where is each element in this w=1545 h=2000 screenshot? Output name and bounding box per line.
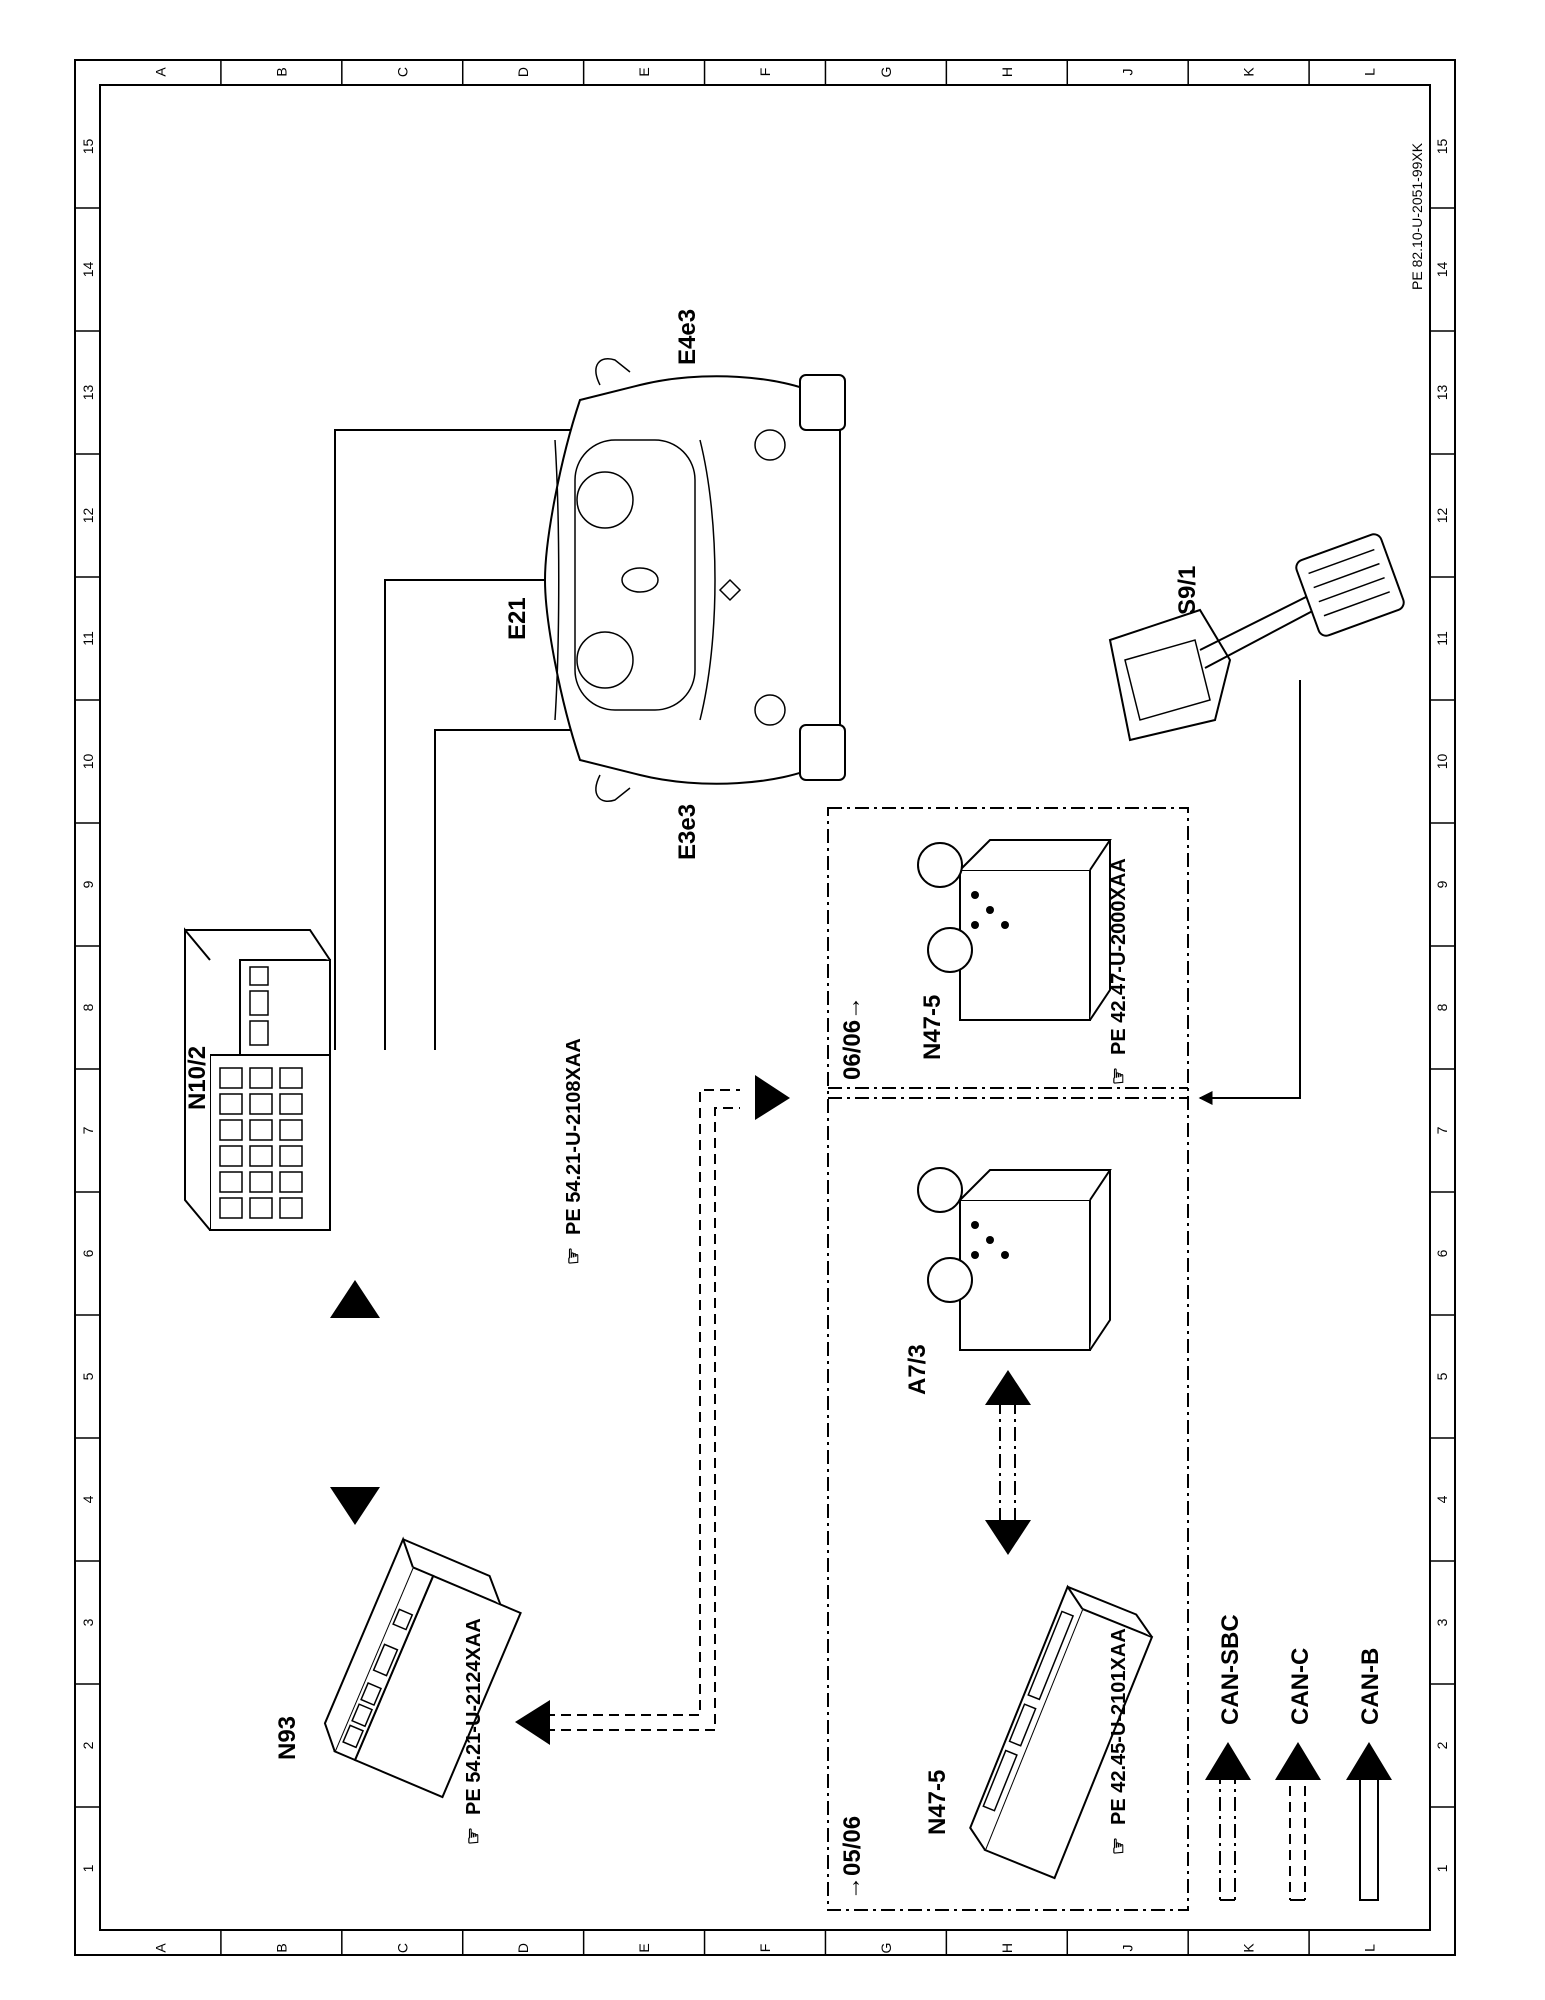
grid-number-1-left: 1 <box>80 1864 96 1872</box>
n47-5-early-reference-text: PE 42.45-U-2101XAA <box>1108 1628 1130 1825</box>
n93-module <box>323 1536 522 1799</box>
e4e3-label: E4e3 <box>674 309 701 365</box>
grid-number-2-left: 2 <box>80 1741 96 1749</box>
n47-5-late-unit <box>917 839 1112 1021</box>
grid-letter-J-bottom: J <box>1120 1945 1136 1952</box>
e21-label: E21 <box>504 597 531 640</box>
grid-number-3-left: 3 <box>80 1618 96 1626</box>
grid-number-4-left: 4 <box>80 1495 96 1503</box>
n10-2-reference-text: PE 54.21-U-2108XAA <box>563 1038 585 1235</box>
grid-letter-C-bottom: C <box>394 1943 410 1953</box>
grid-letter-H-top: H <box>999 67 1015 77</box>
grid-number-10-left: 10 <box>80 754 96 770</box>
hand-pointer-icon: ☞ <box>1108 1067 1130 1085</box>
grid-number-9-right: 9 <box>1434 880 1450 888</box>
vehicle-outline <box>543 358 846 802</box>
grid-letter-K-bottom: K <box>1241 1943 1257 1953</box>
n47-5-late-reference: ☞ PE 42.47-U-2000XAA <box>1108 858 1130 1085</box>
n10-2-module <box>184 927 331 1231</box>
grid-letter-A-bottom: A <box>152 1943 168 1953</box>
s9-1-label: S9/1 <box>1174 566 1201 615</box>
grid-number-6-right: 6 <box>1434 1249 1450 1257</box>
n93-label: N93 <box>274 1716 301 1760</box>
drawing-frame <box>74 59 1456 1956</box>
grid-letter-L-bottom: L <box>1362 1944 1378 1952</box>
grid-letter-L-top: L <box>1362 68 1378 76</box>
grid-letter-B-top: B <box>273 67 289 76</box>
legend-can-b: CAN-B <box>1346 1648 1392 1901</box>
n47-5-early-label: N47-5 <box>924 1770 951 1835</box>
s9-1-brake-pedal <box>1108 533 1405 742</box>
grid-letter-F-top: F <box>757 68 773 77</box>
grid-letter-A-top: A <box>152 67 168 77</box>
e3e3-label: E3e3 <box>674 804 701 860</box>
grid-letter-E-top: E <box>636 67 652 76</box>
grid-number-15-left: 15 <box>80 139 96 155</box>
legend-can-sbc: CAN-SBC <box>1205 1614 1251 1901</box>
grid-letter-G-top: G <box>878 67 894 78</box>
grid-letter-J-top: J <box>1120 69 1136 76</box>
grid-number-5-left: 5 <box>80 1372 96 1380</box>
grid-letter-D-bottom: D <box>515 1943 531 1953</box>
legend-can-c: CAN-C <box>1275 1648 1321 1901</box>
grid-number-5-right: 5 <box>1434 1372 1450 1380</box>
n10-2-reference: ☞ PE 54.21-U-2108XAA <box>563 1038 585 1265</box>
grid-number-12-left: 12 <box>80 508 96 524</box>
grid-number-15-right: 15 <box>1434 139 1450 155</box>
hand-pointer-icon: ☞ <box>463 1827 485 1845</box>
n10-2-label: N10/2 <box>184 1046 211 1110</box>
grid-letter-B-bottom: B <box>273 1943 289 1952</box>
control-unit-group-box <box>827 807 1189 1911</box>
n47-5-late-label: N47-5 <box>919 995 946 1060</box>
legend-can-sbc-label: CAN-SBC <box>1217 1614 1244 1725</box>
n93-reference: ☞ PE 54.21-U-2124XAA <box>463 1618 485 1845</box>
grid-letter-C-top: C <box>394 67 410 77</box>
grid-number-9-left: 9 <box>80 880 96 888</box>
hand-pointer-icon: ☞ <box>1108 1837 1130 1855</box>
grid-number-7-right: 7 <box>1434 1126 1450 1134</box>
grid-number-7-left: 7 <box>80 1126 96 1134</box>
grid-number-2-right: 2 <box>1434 1741 1450 1749</box>
grid-number-11-right: 11 <box>1434 631 1450 646</box>
can-c-link-n93-box <box>515 1075 790 1745</box>
grid-number-4-right: 4 <box>1434 1495 1450 1503</box>
grid-number-13-left: 13 <box>80 385 96 401</box>
grid-number-13-right: 13 <box>1434 385 1450 401</box>
grid-number-1-right: 1 <box>1434 1864 1450 1872</box>
a7-3-label: A7/3 <box>904 1344 931 1395</box>
legend: CAN-SBC CAN-C CAN-B <box>1205 1614 1392 1901</box>
legend-can-b-label: CAN-B <box>1357 1648 1384 1725</box>
n47-5-early-reference: ☞ PE 42.45-U-2101XAA <box>1108 1628 1130 1855</box>
grid-number-6-left: 6 <box>80 1249 96 1257</box>
grid-number-14-right: 14 <box>1434 262 1450 278</box>
grid-letter-H-bottom: H <box>999 1943 1015 1953</box>
date-range-early: →05/06 <box>839 1816 866 1900</box>
s9-1-wire <box>1198 680 1301 1105</box>
grid-letter-K-top: K <box>1241 67 1257 77</box>
n93-reference-text: PE 54.21-U-2124XAA <box>463 1618 485 1815</box>
grid-letter-F-bottom: F <box>757 1944 773 1953</box>
grid-number-3-right: 3 <box>1434 1618 1450 1626</box>
drawing-code: PE 82.10-U-2051-99XK <box>1409 142 1425 290</box>
grid-number-10-right: 10 <box>1434 754 1450 770</box>
n47-5-late-reference-text: PE 42.47-U-2000XAA <box>1108 858 1130 1055</box>
legend-can-c-label: CAN-C <box>1287 1648 1314 1725</box>
grid-letter-labels: A A B B C C D D E E F F G G H H J J K K L L <box>152 60 1378 1955</box>
grid-number-8-left: 8 <box>80 1003 96 1011</box>
date-range-late: 06/06→ <box>839 996 866 1080</box>
can-sbc-link-n47-5-a7-3 <box>985 1370 1031 1555</box>
grid-number-8-right: 8 <box>1434 1003 1450 1011</box>
grid-number-14-left: 14 <box>80 262 96 278</box>
hand-pointer-icon: ☞ <box>563 1247 585 1265</box>
grid-number-11-left: 11 <box>80 631 96 646</box>
grid-number-12-right: 12 <box>1434 508 1450 524</box>
grid-letter-D-top: D <box>515 67 531 77</box>
can-b-link-n93-n10-2 <box>330 1280 380 1525</box>
grid-letter-G-bottom: G <box>878 1943 894 1954</box>
a7-3-unit <box>917 1167 1112 1351</box>
grid-letter-E-bottom: E <box>636 1943 652 1952</box>
